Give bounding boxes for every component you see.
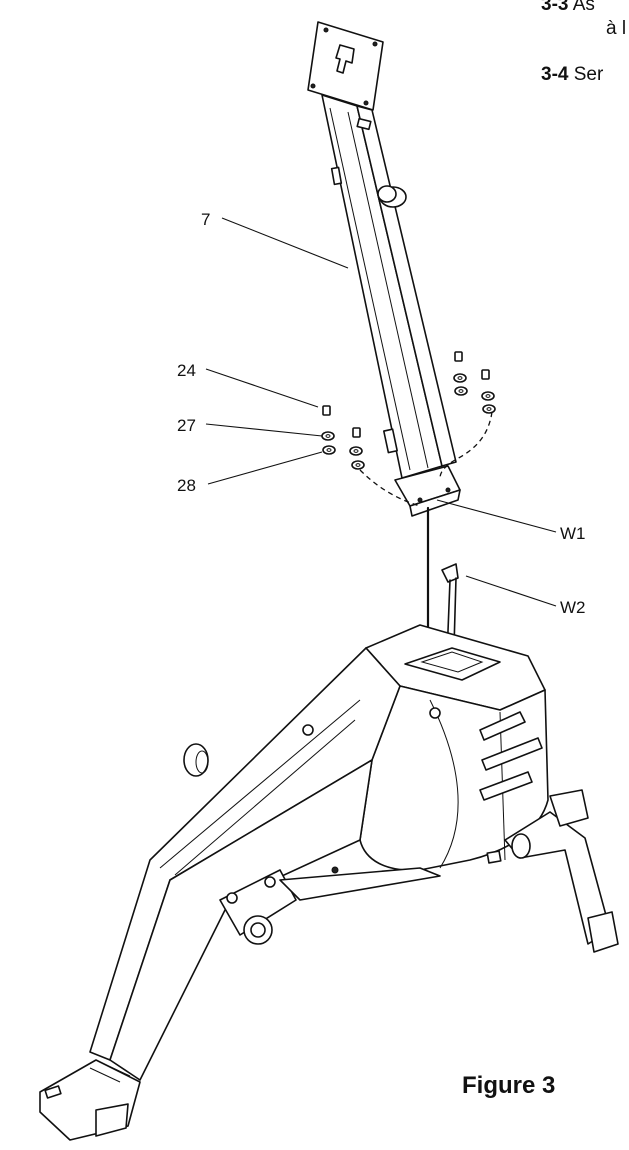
leader-7 (221, 217, 349, 269)
leader-28 (207, 451, 323, 485)
upright-post (307, 21, 461, 517)
step-3-4-line: 3-4 Ser (541, 64, 604, 85)
hardware-set-right (453, 351, 496, 414)
callout-27: 27 (177, 416, 196, 435)
hardware-set-left (321, 405, 365, 470)
plate-bracket (335, 44, 355, 74)
callout-w1: W1 (560, 524, 586, 543)
figure-caption: Figure 3 (462, 1072, 556, 1099)
callout-24: 24 (177, 361, 196, 380)
main-rail-lower (109, 759, 373, 1081)
leader-27 (205, 423, 323, 437)
callout-28: 28 (177, 476, 196, 495)
callout-7: 7 (201, 210, 210, 229)
step-3-3-line1: 3-3 As (541, 0, 595, 15)
leader-24 (205, 368, 319, 408)
rower-main-frame (39, 624, 619, 1141)
leader-w2 (465, 575, 557, 607)
stabilizer-cap-top (549, 789, 589, 827)
step-3-3-line2: à l (606, 18, 627, 39)
leader-w1 (436, 499, 557, 533)
seat-carriage (219, 869, 297, 936)
lower-rail-link (279, 867, 441, 901)
alignment-line-left (359, 469, 421, 507)
callout-w2: W2 (560, 598, 586, 617)
stabilizer-cap-bottom (587, 911, 619, 953)
alignment-line-right (439, 411, 493, 479)
